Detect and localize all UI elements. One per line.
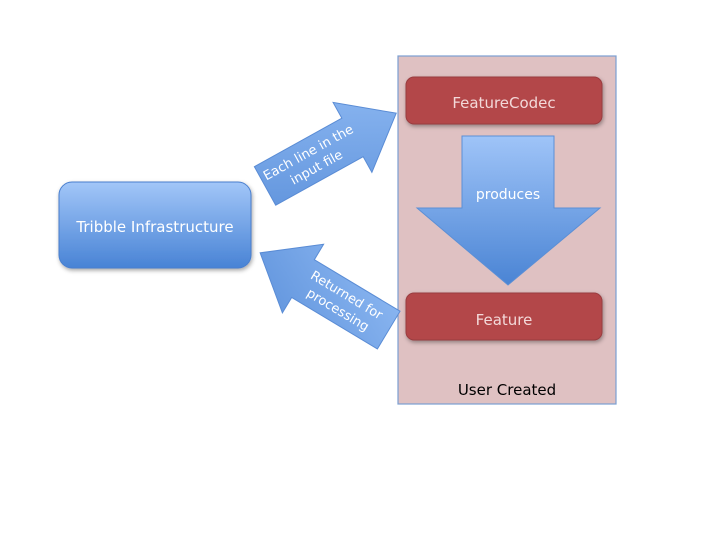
user-created-label: User Created [458,381,556,399]
tribble-infrastructure-label: Tribble Infrastructure [75,218,233,236]
feature-box[interactable]: Feature [405,292,603,341]
feature-codec-box[interactable]: FeatureCodec [405,76,603,125]
feature-codec-label: FeatureCodec [452,94,555,112]
input-line-arrow: Each line in the input file [253,101,397,206]
tribble-infrastructure-box[interactable]: Tribble Infrastructure [58,181,252,269]
feature-label: Feature [476,311,533,329]
returned-arrow: Returned for processing [259,243,401,350]
produces-label: produces [476,187,540,203]
produces-arrow: produces [415,135,602,286]
